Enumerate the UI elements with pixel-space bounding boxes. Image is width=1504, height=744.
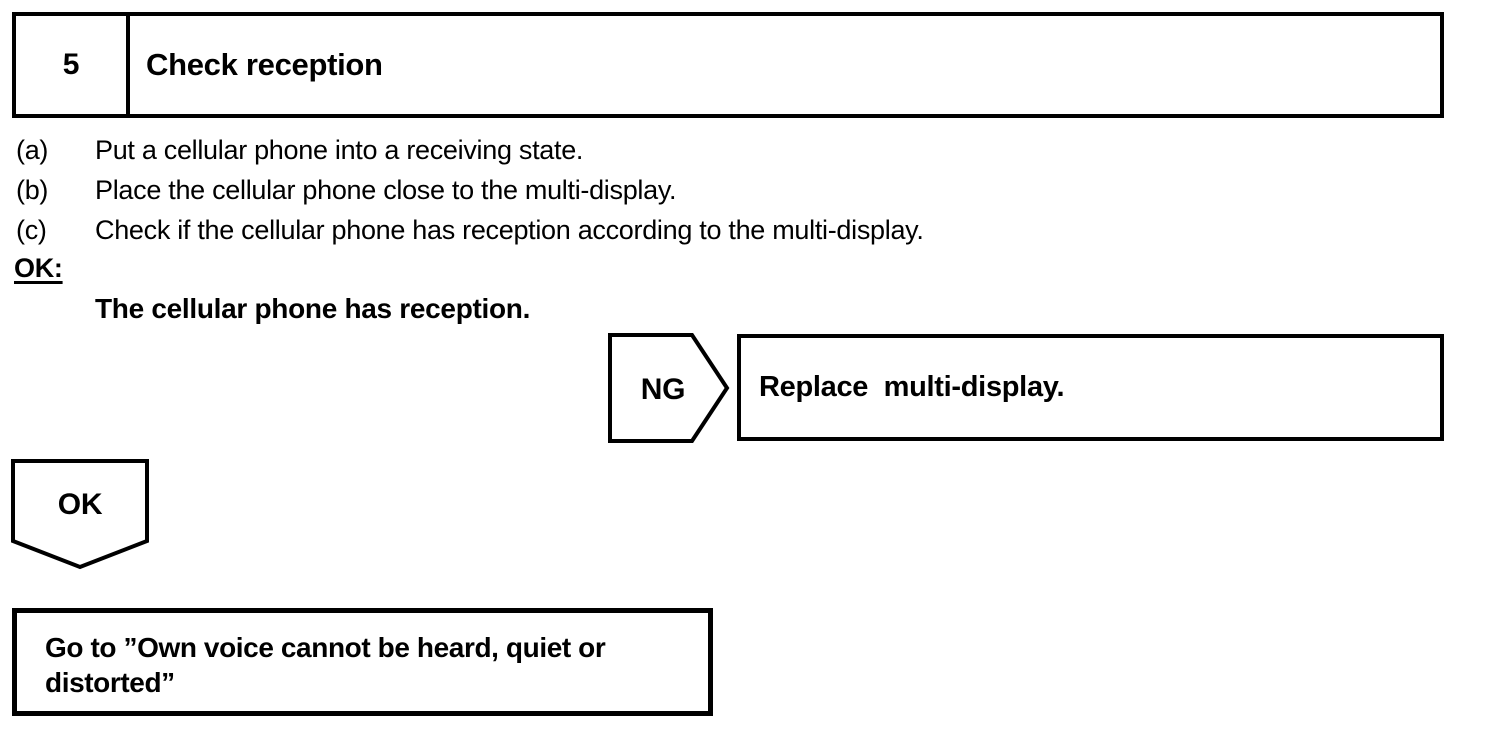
step-number: 5	[16, 16, 130, 114]
ng-action-box: Replace multi-display.	[737, 334, 1444, 441]
ok-condition-text: The cellular phone has reception.	[95, 293, 531, 324]
ok-pentagon-icon	[11, 459, 149, 570]
step-row-c: (c) Check if the cellular phone has rece…	[16, 210, 924, 250]
step-marker: (c)	[16, 215, 47, 245]
step-marker: (a)	[16, 135, 49, 165]
step-text: Place the cellular phone close to the mu…	[95, 175, 677, 205]
ng-connector-shape: NG	[608, 333, 730, 443]
step-title: Check reception	[146, 47, 383, 82]
step-header-box: 5 Check reception	[12, 12, 1444, 118]
ok-action-box: Go to ”Own voice cannot be heard, quiet …	[12, 608, 713, 716]
step-text: Put a cellular phone into a receiving st…	[95, 135, 584, 165]
ok-condition-label: OK:	[14, 253, 63, 283]
ng-connector-label: NG	[641, 373, 685, 406]
step-row-b: (b) Place the cellular phone close to th…	[16, 170, 924, 210]
step-row-a: (a) Put a cellular phone into a receivin…	[16, 130, 924, 170]
step-text: Check if the cellular phone has receptio…	[95, 215, 924, 245]
ok-connector-shape: OK	[11, 459, 149, 570]
step-marker: (b)	[16, 175, 49, 205]
ok-connector-label: OK	[58, 488, 103, 521]
ng-pentagon-icon	[608, 333, 730, 443]
procedure-steps: (a) Put a cellular phone into a receivin…	[16, 130, 924, 250]
